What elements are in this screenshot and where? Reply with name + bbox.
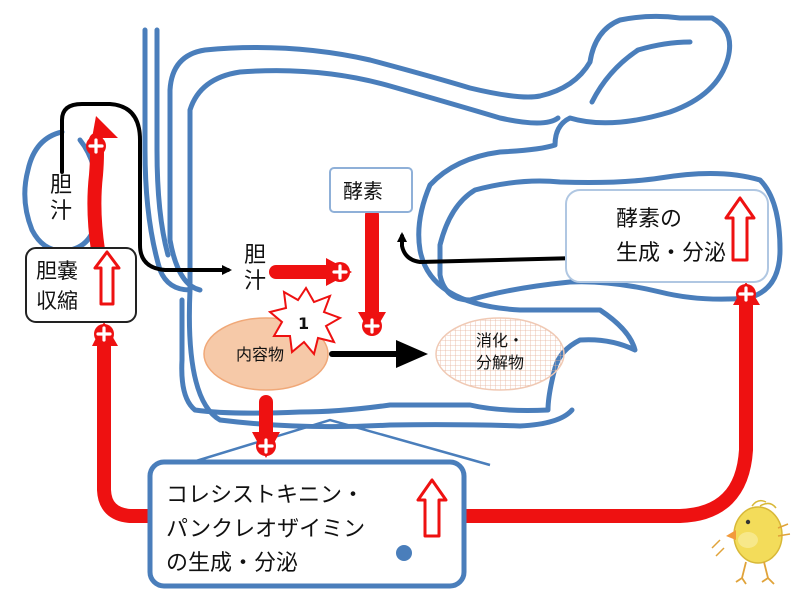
cck-to-gallbladder-line: [97, 333, 167, 523]
bile-flow-arrow: [60, 102, 232, 275]
plus-icon: [360, 314, 384, 338]
bile-duct: [142, 27, 193, 293]
gallbladder-feedback-line: [87, 133, 105, 257]
up-arrow-icon: [724, 196, 756, 262]
plus-icon: [84, 134, 108, 158]
gallbladder-contraction-label: 胆嚢収縮: [36, 259, 78, 313]
bile-label-upper: 胆汁: [50, 173, 72, 224]
enzyme-flow-arrow: [397, 232, 580, 265]
cck-box: [147, 459, 467, 589]
digestion-label-line: 分解物: [476, 353, 524, 372]
bile-label-lower: 胆汁: [244, 243, 266, 294]
callout-line: [159, 418, 491, 474]
bile-label-upper-line: 汁: [50, 199, 72, 224]
step-number: 1: [298, 314, 309, 333]
plus-icon: [254, 434, 278, 458]
bile-label-lower-line: 汁: [244, 269, 266, 294]
enzyme-production-label: 酵素の生成・分泌: [616, 207, 726, 266]
enzyme-production-box: [565, 189, 769, 283]
plus-icon: [734, 282, 758, 306]
up-arrow-icons: [93, 196, 756, 538]
pancreas-outline: [437, 170, 783, 303]
duodenum-outline: [167, 13, 733, 416]
enzyme-production-label-line: 酵素の: [616, 207, 682, 232]
indicator-dot: [396, 545, 412, 561]
contents-label: 内容物: [236, 345, 284, 364]
digestion-arrowhead: [396, 340, 428, 368]
plus-badges: [84, 134, 758, 458]
enzyme-label-line: 酵素: [343, 179, 383, 203]
enzyme-box: [329, 167, 413, 213]
starburst-icon: [267, 286, 343, 357]
cck-label-line: コレシストキニン・: [166, 483, 364, 508]
cck-label: コレシストキニン・パンクレオザイミンの生成・分泌: [166, 483, 365, 576]
cck-label-line: パンクレオザイミン: [166, 517, 365, 542]
digestion-label: 消化・分解物: [476, 331, 524, 372]
plus-icon: [328, 260, 352, 284]
digestion-oval: [435, 317, 565, 391]
organ-outlines: [22, 13, 783, 430]
up-arrow-icon: [416, 478, 448, 538]
plus-icon: [92, 322, 116, 346]
enzyme-production-label-line: 生成・分泌: [616, 241, 726, 266]
enzyme-label: 酵素: [343, 179, 383, 203]
bile-label-lower-line: 胆: [244, 243, 266, 268]
cck-label-line: の生成・分泌: [166, 551, 298, 576]
contents-label-line: 内容物: [236, 345, 284, 364]
cck-to-pancreas-line: [448, 295, 753, 523]
step-number-line: 1: [298, 314, 309, 333]
chick-illustration: [711, 499, 791, 585]
gallbladder-contraction-label-line: 収縮: [36, 289, 78, 313]
bile-label-upper-line: 胆: [50, 173, 72, 198]
flow-arrows: [60, 102, 580, 357]
digestion-label-line: 消化・: [476, 331, 524, 350]
up-arrow-icon: [93, 250, 121, 306]
gallbladder-contraction-label-line: 胆嚢: [36, 259, 78, 283]
